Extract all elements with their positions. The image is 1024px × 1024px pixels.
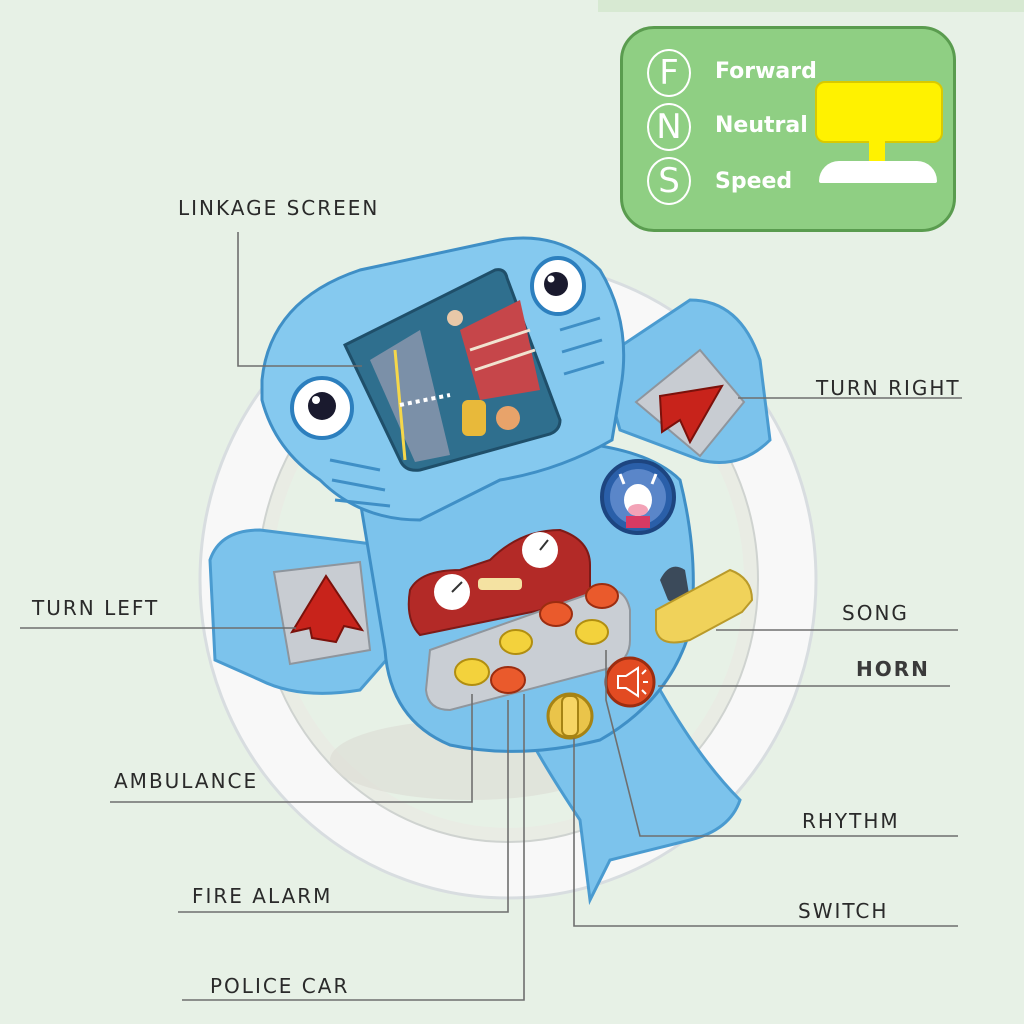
gear-lever[interactable] xyxy=(655,566,754,644)
police-car-button[interactable] xyxy=(538,649,572,675)
legend-speed-label: Speed xyxy=(715,169,793,194)
fns-legend: F Forward N Neutral S Speed xyxy=(620,26,956,232)
song-buttons[interactable] xyxy=(499,583,619,655)
leader-lines xyxy=(20,232,962,1001)
callout-rhythm: RHYTHM xyxy=(802,809,900,833)
callout-police-car: POLICE CAR xyxy=(210,974,350,998)
horn-button[interactable] xyxy=(604,656,656,708)
fire-alarm-button[interactable] xyxy=(490,666,526,694)
callout-horn: HORN xyxy=(856,657,930,681)
callout-switch: SWITCH xyxy=(798,899,889,923)
callout-fire-alarm: FIRE ALARM xyxy=(192,884,333,908)
linkage-screen xyxy=(343,268,562,472)
switch-knob[interactable] xyxy=(546,692,594,740)
callout-turn-right: TURN RIGHT xyxy=(816,376,961,400)
forward-letter-icon: F xyxy=(647,49,691,97)
callout-turn-left: TURN LEFT xyxy=(32,596,160,620)
callout-ambulance: AMBULANCE xyxy=(114,769,259,793)
callout-song: SONG xyxy=(842,601,909,625)
speed-letter-icon: S xyxy=(647,157,691,205)
turn-right-button[interactable] xyxy=(634,348,746,458)
legend-tab xyxy=(598,0,1024,12)
legend-forward-label: Forward xyxy=(715,59,817,84)
horn-icon xyxy=(617,666,648,698)
callout-linkage-screen: LINKAGE SCREEN xyxy=(178,196,380,220)
legend-neutral-label: Neutral xyxy=(715,113,808,138)
neutral-letter-icon: N xyxy=(647,103,691,151)
right-eye-icon xyxy=(530,256,586,316)
cow-badge-icon xyxy=(600,459,676,535)
turn-left-button[interactable] xyxy=(272,560,372,666)
ambulance-button[interactable] xyxy=(454,658,490,686)
left-eye-icon xyxy=(290,376,354,440)
